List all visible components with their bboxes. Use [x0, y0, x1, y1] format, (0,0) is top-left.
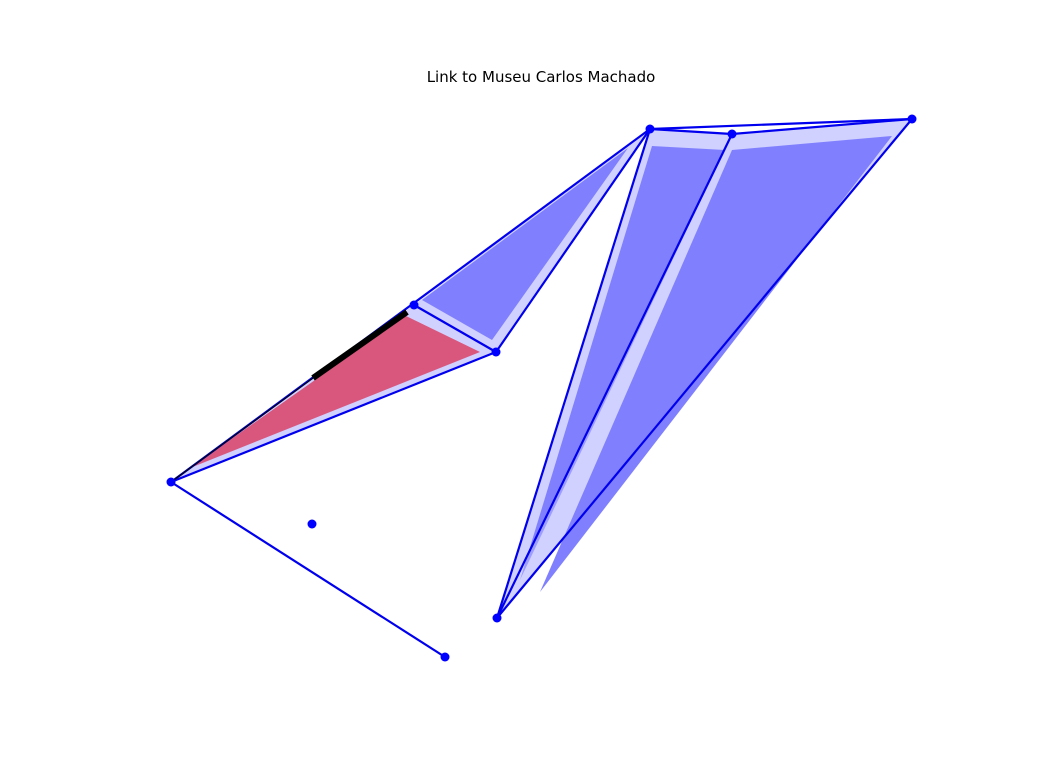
node	[907, 114, 917, 124]
edge	[731, 117, 913, 136]
triangle-fill-red	[190, 316, 480, 468]
node	[645, 124, 655, 134]
edge	[496, 118, 913, 619]
node	[307, 519, 317, 529]
edge	[170, 350, 497, 484]
edge	[649, 117, 913, 131]
edge	[413, 304, 497, 353]
edge	[170, 481, 446, 658]
node	[409, 300, 419, 310]
highlighted-segment	[311, 309, 409, 381]
node	[727, 129, 737, 139]
node	[491, 347, 501, 357]
edge	[496, 133, 733, 619]
edge	[649, 127, 733, 136]
edge	[495, 128, 651, 353]
node	[492, 613, 502, 623]
node	[166, 477, 176, 487]
triangle-fills	[171, 119, 912, 618]
nodes	[166, 114, 917, 662]
edges	[170, 117, 913, 658]
node	[440, 652, 450, 662]
diagram-title: Link to Museu Carlos Machado	[426, 68, 656, 86]
highlighted-segment-thin	[170, 377, 314, 483]
edge	[495, 128, 652, 619]
triangle-fill-upper-inner	[422, 148, 628, 340]
